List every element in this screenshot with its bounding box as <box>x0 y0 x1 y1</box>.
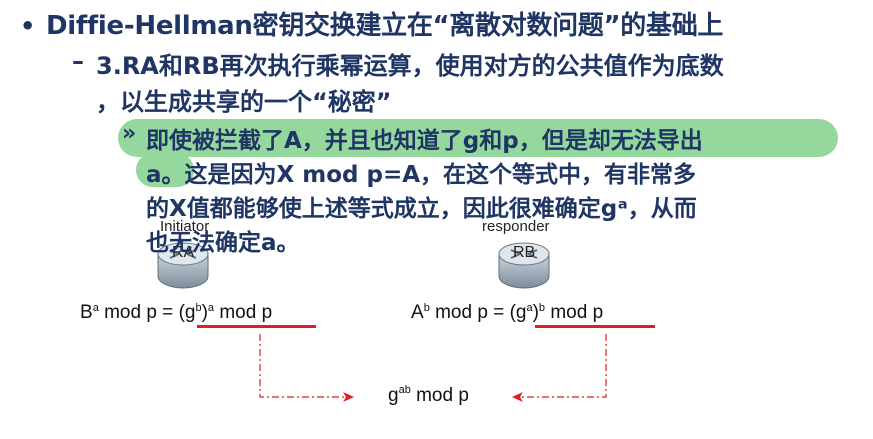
eq-term: (g <box>178 302 196 323</box>
eq-exponent: a <box>92 302 99 314</box>
left-dashed-arrow-line <box>259 334 346 398</box>
right-underline <box>535 325 655 328</box>
router-rb-label: RB <box>513 244 536 261</box>
left-underline <box>197 325 316 328</box>
shared-secret-result: gab mod p <box>388 384 469 407</box>
eq-term: mod p = <box>429 302 510 323</box>
router-ra-label: RA <box>172 244 195 261</box>
eq-term: mod p = <box>98 302 179 323</box>
highlight-bar-small <box>136 153 194 187</box>
result-tail: mod p <box>410 385 469 406</box>
eq-term: mod p <box>545 302 604 323</box>
eq-term: ) <box>201 302 208 323</box>
bullet-1-text: Diffie-Hellman密钥交换建立在“离散对数问题”的基础上 <box>46 11 724 41</box>
sub-bullet-marker: – <box>72 47 84 75</box>
eq-exponent: a <box>526 302 533 314</box>
bullet-3-line-3: 的X值都能够使上述等式成立，因此很难确定gᵃ，从而 <box>146 196 697 222</box>
eq-exponent: b <box>423 302 430 314</box>
bullet-2-line-1: 3.RA和RB再次执行乘幂运算，使用对方的公共值作为底数 <box>96 52 724 80</box>
eq-term: B <box>80 302 93 323</box>
initiator-label: Initiator <box>160 218 210 235</box>
eq-term: mod p <box>214 302 273 323</box>
left-equation: Ba mod p = (gb)a mod p <box>80 302 272 324</box>
bullet-2-line-2: ，以生成共享的一个“秘密” <box>96 88 392 116</box>
right-equation: Ab mod p = (ga)b mod p <box>411 302 603 324</box>
right-dashed-arrow-line <box>520 334 607 398</box>
arrow-head-left <box>512 392 523 402</box>
router-icon <box>498 242 550 289</box>
result-base: g <box>388 385 399 406</box>
eq-exponent: a <box>207 302 215 314</box>
sub-sub-bullet-marker: » <box>122 121 137 146</box>
highlight-bar <box>118 119 838 157</box>
eq-exponent: b <box>195 302 202 314</box>
bullet-3-line-1: 即使被拦截了A，并且也知道了g和p，但是却无法导出 <box>146 128 703 154</box>
responder-label: responder <box>482 218 550 235</box>
bullet-3-line-4: 也无法确定a。 <box>146 230 300 256</box>
bullet-3-line-2: a。这是因为X mod p=A，在这个等式中，有非常多 <box>146 162 697 188</box>
bullet-marker: • <box>20 12 36 40</box>
eq-exponent: b <box>538 302 546 314</box>
eq-term: (g <box>509 302 527 323</box>
eq-term: ) <box>532 302 539 323</box>
eq-term: A <box>411 302 424 323</box>
result-exponent: ab <box>398 384 411 396</box>
arrow-head-right <box>343 392 354 402</box>
router-icon <box>157 242 209 289</box>
